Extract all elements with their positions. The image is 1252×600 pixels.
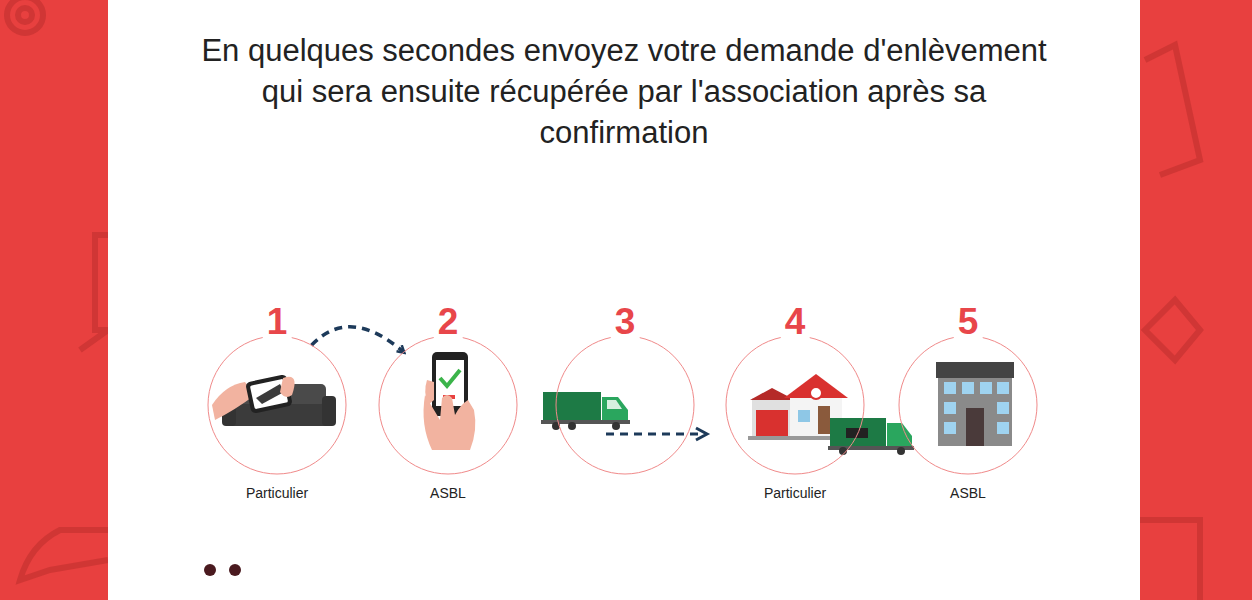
- step-number: 4: [781, 302, 810, 342]
- actor-label: ASBL: [430, 484, 466, 502]
- step-circle: 5ASBL: [893, 300, 1043, 510]
- step-circle: 4Particulier: [720, 300, 870, 510]
- actor-label: ASBL: [950, 484, 986, 502]
- step-number: 1: [263, 302, 292, 342]
- phone-confirm: [424, 352, 476, 450]
- actor-label: Particulier: [764, 484, 826, 502]
- house-pickup: [748, 374, 914, 455]
- step-number: 5: [954, 302, 983, 342]
- step-circle: 1Particulier: [202, 300, 352, 510]
- step-number: 2: [434, 302, 463, 342]
- sofa-photo: [212, 374, 336, 426]
- truck: [541, 392, 707, 440]
- step-circle: 2ASBL: [373, 300, 523, 510]
- dashed-arrow: [312, 327, 404, 352]
- carousel-dot: [229, 564, 241, 576]
- carousel-dot: [204, 564, 216, 576]
- step-circle: 3: [550, 300, 700, 510]
- building: [936, 362, 1014, 446]
- step-number: 3: [611, 302, 640, 342]
- title: En quelques secondes envoyez votre deman…: [184, 30, 1064, 153]
- actor-label: Particulier: [246, 484, 308, 502]
